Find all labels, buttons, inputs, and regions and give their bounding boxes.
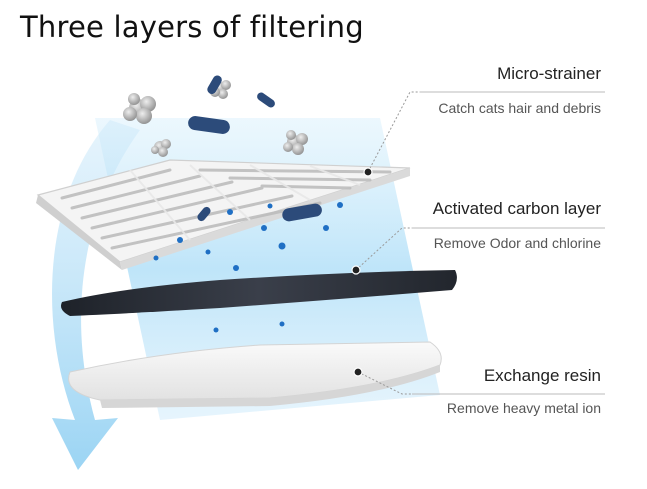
diagram-title: Three layers of filtering	[20, 10, 364, 44]
micro-strainer-description: Catch cats hair and debris	[438, 100, 601, 116]
leader-markers	[351, 167, 373, 377]
activated-carbon-layer	[61, 270, 457, 316]
leader-separators	[412, 91, 605, 395]
activated-carbon-description: Remove Odor and chlorine	[433, 235, 601, 251]
exchange-resin-description: Remove heavy metal ion	[446, 400, 601, 416]
micro-strainer-layer	[36, 159, 411, 270]
exchange-resin-label: Exchange resin	[483, 366, 601, 385]
particle-dots	[153, 202, 343, 333]
micro-strainer-label: Micro-strainer	[497, 64, 601, 83]
bacteria	[188, 75, 322, 222]
exchange-resin-layer	[68, 341, 442, 408]
activated-carbon-label: Activated carbon layer	[432, 199, 601, 218]
